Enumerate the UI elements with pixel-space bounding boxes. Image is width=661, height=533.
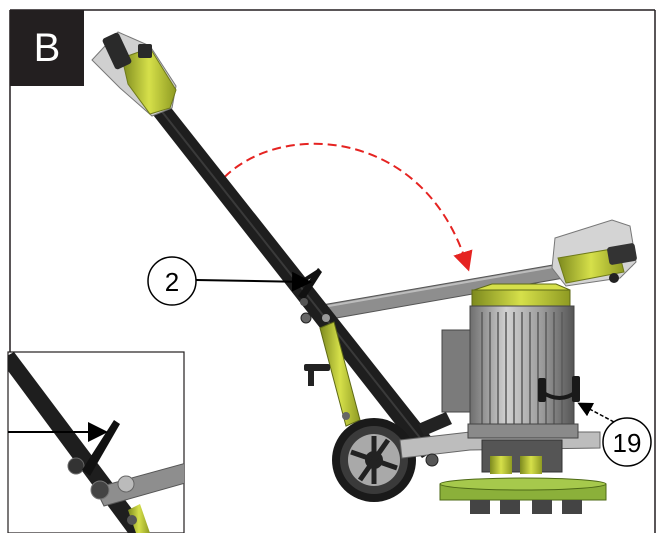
callout-2: 2 bbox=[147, 256, 312, 306]
motor-lever bbox=[538, 376, 580, 402]
folded-handle-control-box bbox=[551, 219, 637, 287]
arrow-pointer-icon bbox=[195, 271, 312, 292]
callout-19: 19 bbox=[577, 402, 652, 467]
motor-unit bbox=[441, 283, 579, 474]
upright-handle-bar bbox=[110, 52, 440, 458]
green-frame-support bbox=[304, 314, 361, 427]
wheel bbox=[332, 418, 416, 502]
grinding-disc bbox=[439, 477, 607, 514]
rotation-arrow-icon bbox=[214, 142, 473, 272]
callout-2-circle bbox=[147, 256, 197, 306]
callout-19-circle bbox=[602, 417, 652, 467]
callout-19-number: 19 bbox=[613, 428, 642, 458]
arrow-pointer-icon bbox=[577, 402, 615, 423]
panel-label-badge: B bbox=[10, 10, 84, 86]
panel-label: B bbox=[33, 25, 61, 70]
upright-handle-control-box bbox=[91, 31, 177, 117]
callout-2-number: 2 bbox=[165, 267, 179, 297]
detail-inset bbox=[7, 351, 185, 533]
